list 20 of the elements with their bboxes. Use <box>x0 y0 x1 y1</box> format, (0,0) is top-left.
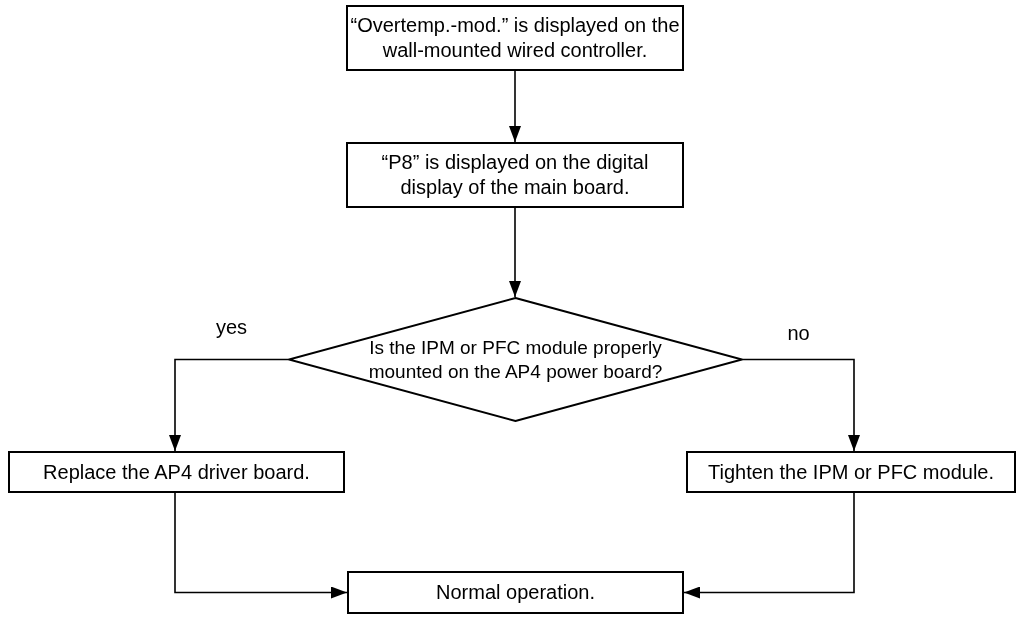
arrow <box>742 358 860 452</box>
edge-label: no <box>787 321 810 345</box>
arrow <box>509 70 521 143</box>
process-box <box>8 451 345 493</box>
process-box <box>346 142 684 208</box>
edge-label: yes <box>215 315 248 339</box>
node-text: Normal operation. <box>436 580 595 605</box>
arrow <box>683 492 855 599</box>
process-box <box>347 571 684 614</box>
arrow <box>174 492 348 599</box>
node-text: Replace the AP4 driver board. <box>43 459 310 485</box>
node-text: Tighten the IPM or PFC module. <box>707 459 994 485</box>
arrow <box>169 358 289 452</box>
process-box <box>346 5 684 71</box>
node-text: “P8” is displayed on the digital display of the main board. <box>380 150 650 200</box>
node-text: “Overtemp.-mod.” is displayed on the wall-mounted wired controller. <box>350 13 680 63</box>
decision-diamond <box>288 297 743 422</box>
process-box <box>686 451 1016 493</box>
node-text: Is the IPM or PFC module properly mounted on the AP4 power board? <box>367 335 664 384</box>
arrow <box>509 207 521 298</box>
